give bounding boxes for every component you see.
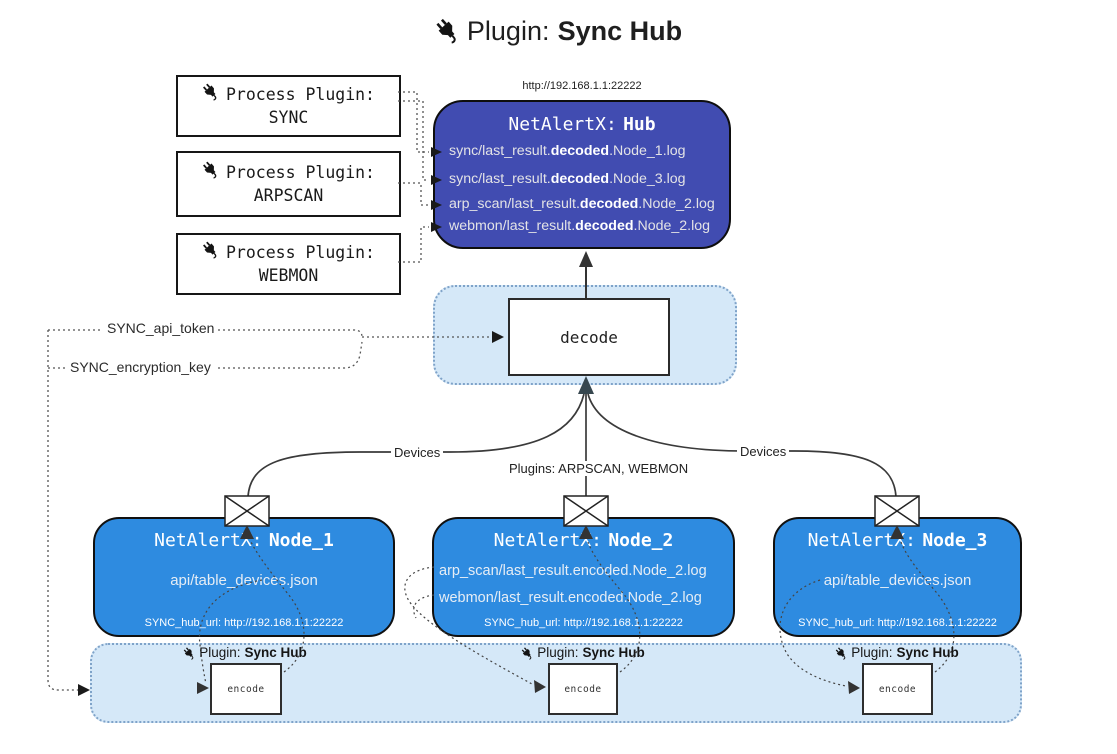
node-file: api/table_devices.json <box>823 572 972 589</box>
encode-box-1: encode <box>210 663 282 715</box>
node-2-box: NetAlertX:Node_2 arp_scan/last_result.en… <box>432 517 735 637</box>
process-plugin-arpscan: Process Plugin: ARPSCAN <box>176 151 401 217</box>
hub-log-line: webmon/last_result.decoded.Node_2.log <box>449 218 711 234</box>
node-file: arp_scan/last_result.encoded.Node_2.log <box>439 563 707 579</box>
process-plugin-label: Process Plugin: <box>225 163 375 182</box>
sync-encryption-key-label: SYNC_encryption_key <box>66 359 215 375</box>
page-title-name: Sync Hub <box>557 16 683 46</box>
node-hub-url: SYNC_hub_url: http://192.168.1.1:22222 <box>484 617 683 629</box>
plug-icon <box>202 83 220 107</box>
plug-icon <box>202 241 220 265</box>
plug-icon <box>435 18 461 51</box>
sync-api-token-label: SYNC_api_token <box>103 320 219 336</box>
node-title: NetAlertX:Node_3 <box>807 530 988 551</box>
page-title-prefix: Plugin: <box>466 16 550 46</box>
config-arrowheads <box>78 331 504 696</box>
process-plugin-name: WEBMON <box>258 266 319 285</box>
node-1-box: NetAlertX:Node_1 api/table_devices.json … <box>93 517 395 637</box>
node-file: api/table_devices.json <box>170 572 318 589</box>
hub-title: NetAlertX:Hub <box>508 114 656 135</box>
node-to-decode-curves <box>247 392 897 498</box>
node-file: webmon/last_result.encoded.Node_2.log <box>439 590 702 606</box>
node-hub-url: SYNC_hub_url: http://192.168.1.1:22222 <box>798 617 997 629</box>
hub-log-line: sync/last_result.decoded.Node_3.log <box>449 171 686 187</box>
hub-url: http://192.168.1.1:22222 <box>522 80 642 92</box>
plug-icon <box>835 647 848 663</box>
edge-label-plugins: Plugins: ARPSCAN, WEBMON <box>506 461 692 476</box>
edge-label-devices-right: Devices <box>737 444 790 459</box>
edge-label-devices-left: Devices <box>391 445 444 460</box>
node-3-box: NetAlertX:Node_3 api/table_devices.json … <box>773 517 1022 637</box>
encode-box-2: encode <box>548 663 618 715</box>
node-title: NetAlertX:Node_1 <box>154 530 334 551</box>
plug-icon <box>521 647 534 663</box>
process-plugin-label: Process Plugin: <box>225 243 375 262</box>
process-plugin-webmon: Process Plugin: WEBMON <box>176 233 401 295</box>
decode-section: decode <box>433 285 737 385</box>
hub-log-line: sync/last_result.decoded.Node_1.log <box>449 143 686 159</box>
node-hub-url: SYNC_hub_url: http://192.168.1.1:22222 <box>144 617 344 629</box>
process-plugin-name: SYNC <box>268 108 309 127</box>
process-plugin-label: Process Plugin: <box>225 85 375 104</box>
plug-icon <box>183 647 196 663</box>
hub-log-line: arp_scan/last_result.decoded.Node_2.log <box>449 196 715 212</box>
encode-plugin-label: Plugin:Sync Hub <box>797 645 997 663</box>
encode-box-3: encode <box>862 663 933 715</box>
plug-icon <box>202 161 220 185</box>
hub-box: NetAlertX:Hub sync/last_result.decoded.N… <box>433 100 731 249</box>
process-plugin-name: ARPSCAN <box>253 186 324 205</box>
node-title: NetAlertX:Node_2 <box>493 530 674 551</box>
page-title: Plugin:Sync Hub <box>0 16 1117 51</box>
encode-plugin-label: Plugin:Sync Hub <box>145 645 345 663</box>
encode-plugin-label: Plugin:Sync Hub <box>483 645 683 663</box>
decode-box: decode <box>508 298 670 376</box>
plugin-to-hub-connectors <box>398 91 429 263</box>
process-plugin-sync: Process Plugin: SYNC <box>176 75 401 137</box>
